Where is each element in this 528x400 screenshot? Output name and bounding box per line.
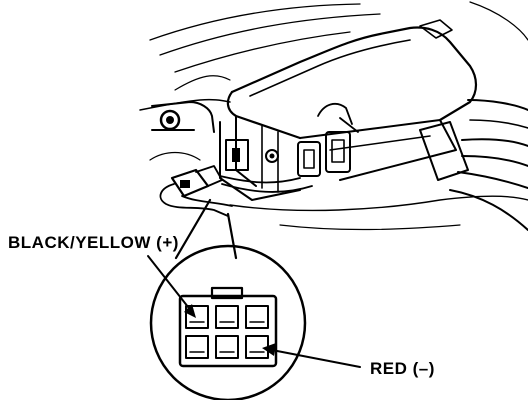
body-contour-lines bbox=[139, 1, 528, 231]
leader-black-yellow bbox=[147, 255, 196, 318]
pin-4 bbox=[185, 335, 209, 359]
leader-red bbox=[262, 343, 361, 368]
pin-1 bbox=[185, 305, 209, 329]
wire-harness bbox=[419, 99, 528, 231]
label-black-yellow: BLACK/YELLOW (+) bbox=[8, 233, 179, 252]
magnifier bbox=[149, 198, 307, 400]
top-connectors bbox=[297, 102, 359, 177]
pin-6 bbox=[245, 335, 269, 359]
label-red: RED (–) bbox=[370, 359, 435, 378]
mounting-bracket bbox=[151, 101, 215, 133]
relay-box bbox=[219, 19, 478, 201]
pin-5 bbox=[215, 335, 239, 359]
pin-3 bbox=[245, 305, 269, 329]
detached-connector bbox=[159, 165, 313, 217]
pin-2 bbox=[215, 305, 239, 329]
connector-face-enlarged bbox=[178, 286, 278, 368]
